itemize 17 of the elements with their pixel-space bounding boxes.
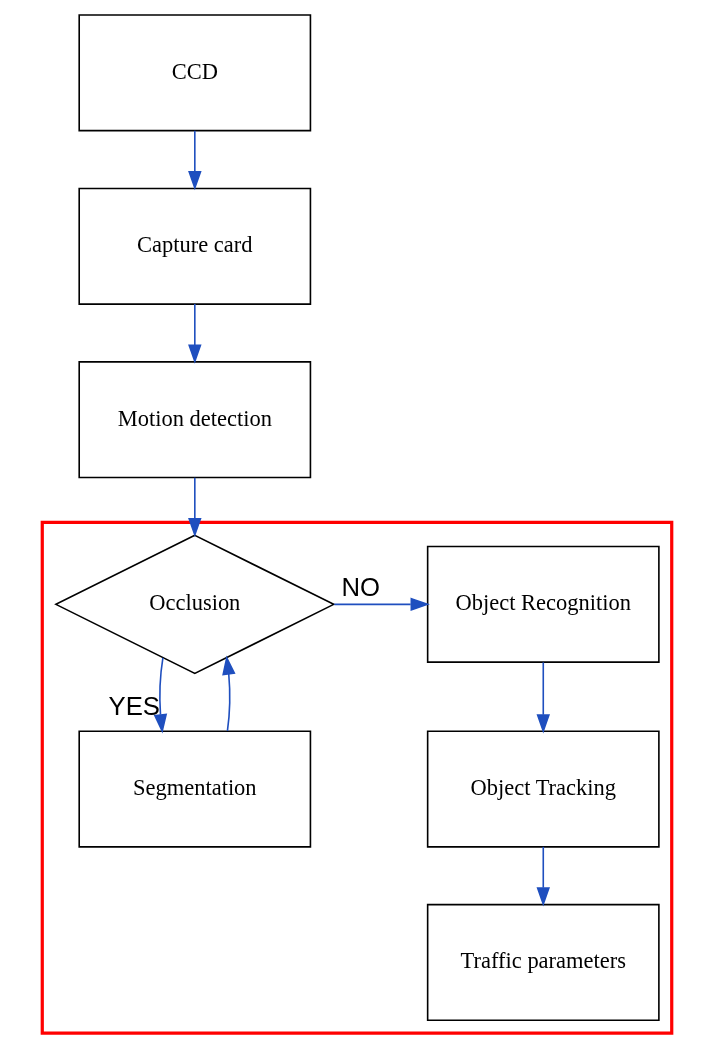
node-box: Motion detection bbox=[77, 361, 311, 479]
node-box: CCD bbox=[77, 14, 311, 132]
arrow bbox=[536, 846, 550, 907]
node-box: Capture card bbox=[77, 187, 311, 305]
node-box: Object Tracking bbox=[426, 730, 660, 848]
arrow bbox=[536, 661, 550, 734]
node-box: Object Recognition bbox=[426, 545, 660, 663]
edge-label: NO bbox=[341, 573, 380, 602]
arrow bbox=[153, 657, 167, 734]
arrow bbox=[187, 476, 202, 538]
arrow bbox=[221, 655, 236, 732]
node-box: Traffic parameters bbox=[426, 903, 660, 1022]
arrow bbox=[187, 129, 202, 191]
arrow bbox=[187, 303, 202, 364]
arrow bbox=[333, 597, 430, 612]
edge-label: YES bbox=[108, 691, 160, 720]
node-box: Segmentation bbox=[77, 730, 311, 848]
